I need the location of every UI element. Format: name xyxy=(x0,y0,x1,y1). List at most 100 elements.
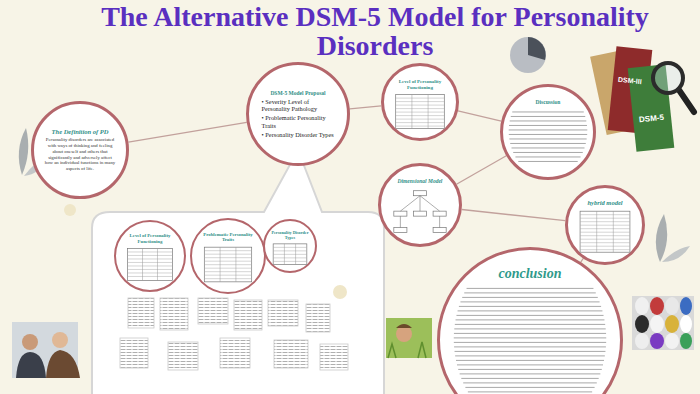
topic-circle: Personality Disorder Types xyxy=(263,219,317,273)
table-row xyxy=(128,265,173,266)
table-column xyxy=(142,248,143,280)
text-line xyxy=(459,306,601,307)
table-row xyxy=(128,262,173,263)
circle-content: Level of Personality Functioning xyxy=(393,79,448,91)
photo-people xyxy=(46,350,80,378)
table-row xyxy=(396,115,445,116)
circle-heading: Problematic Personality Traits xyxy=(201,232,256,244)
table-row xyxy=(396,108,445,109)
photo-boy xyxy=(386,318,432,358)
table-row xyxy=(273,250,307,251)
photo-masks xyxy=(635,297,649,315)
table-row xyxy=(128,258,173,259)
table-row xyxy=(580,232,630,233)
circle-content: Dimensional Model xyxy=(391,178,450,185)
document-thumbnail xyxy=(160,298,188,330)
text-lines-image xyxy=(454,288,606,394)
topic-circle: conclusion xyxy=(437,247,623,394)
text-line xyxy=(454,342,606,343)
table-row xyxy=(580,214,630,215)
table-row xyxy=(580,235,630,236)
text-line xyxy=(454,328,605,329)
table-row xyxy=(204,278,251,279)
circle-heading: DSM-5 Model Proposal xyxy=(262,90,335,97)
circle-shape xyxy=(115,221,185,291)
circle-heading: Discussion xyxy=(519,99,577,106)
table-row xyxy=(396,98,445,99)
circle-shape xyxy=(191,219,265,293)
document-thumbnail xyxy=(320,344,348,370)
topic-circle: Dimensional Model xyxy=(378,163,462,247)
text-line xyxy=(510,143,586,144)
magnifying-glass xyxy=(679,90,694,112)
leaf-decoration xyxy=(656,214,667,262)
photo-masks xyxy=(665,333,679,349)
document-thumbnail xyxy=(306,304,330,332)
document-thumbnail xyxy=(128,298,154,328)
table-row xyxy=(396,105,445,106)
table-row xyxy=(580,218,630,219)
text-line xyxy=(464,292,596,293)
circle-outline xyxy=(500,84,596,180)
text-line xyxy=(460,373,601,374)
text-line xyxy=(513,152,583,153)
table-column xyxy=(411,95,412,129)
circle-shape xyxy=(567,187,644,264)
table-column xyxy=(613,211,614,252)
text-line xyxy=(454,346,606,347)
text-line xyxy=(454,333,606,334)
circle-heading: hybrid model xyxy=(577,199,633,207)
table-image xyxy=(204,247,251,282)
table-row xyxy=(128,251,173,252)
circle-shape xyxy=(383,65,458,140)
text-line xyxy=(515,156,580,157)
table-image xyxy=(128,248,173,280)
tree-link xyxy=(420,196,440,211)
pie-chart xyxy=(510,37,546,73)
circle-shape xyxy=(264,220,316,272)
circle-outline xyxy=(190,218,266,294)
text-line xyxy=(458,369,602,370)
circle-content: Level of Personality Functioning xyxy=(124,233,176,245)
circle-body: • Problematic Personality Traits xyxy=(262,114,335,129)
circle-heading: Level of Personality Functioning xyxy=(393,79,448,91)
tree-box xyxy=(413,211,426,216)
photo-masks xyxy=(635,333,649,349)
table-row xyxy=(580,239,630,240)
document-thumbnail xyxy=(198,298,228,324)
table-row xyxy=(128,269,173,270)
photo-masks xyxy=(650,315,664,333)
table-column xyxy=(235,247,236,282)
tree-link xyxy=(400,196,420,211)
table-row xyxy=(396,126,445,127)
text-line xyxy=(467,288,594,289)
circle-outline xyxy=(246,62,350,166)
circle-content: The Definition of PDPersonality disorder… xyxy=(45,128,116,172)
tree-link xyxy=(400,216,401,227)
table-frame xyxy=(580,211,630,252)
book-title: DSM-5 xyxy=(638,112,664,124)
text-line xyxy=(509,134,587,135)
document-thumbnail xyxy=(234,300,262,330)
leaf-decoration xyxy=(662,246,690,262)
path-connector xyxy=(456,156,506,184)
table-column xyxy=(157,248,158,280)
path-connector xyxy=(128,122,246,142)
circle-heading: Personality Disorder Types xyxy=(270,230,310,240)
path-connector xyxy=(462,210,565,221)
pie-chart xyxy=(510,37,546,73)
table-row xyxy=(580,221,630,222)
text-line xyxy=(458,310,603,311)
table-column xyxy=(220,247,221,282)
circle-heading: The Definition of PD xyxy=(45,128,116,136)
decor-dot xyxy=(333,285,347,299)
table-row xyxy=(580,242,630,243)
text-line xyxy=(509,138,586,139)
text-lines-image xyxy=(509,112,588,162)
dsm-books xyxy=(590,46,674,151)
table-row xyxy=(204,254,251,255)
photo-masks xyxy=(635,315,649,333)
circle-shape xyxy=(380,165,461,246)
magnifying-glass xyxy=(653,63,694,112)
photo-masks xyxy=(665,297,679,315)
